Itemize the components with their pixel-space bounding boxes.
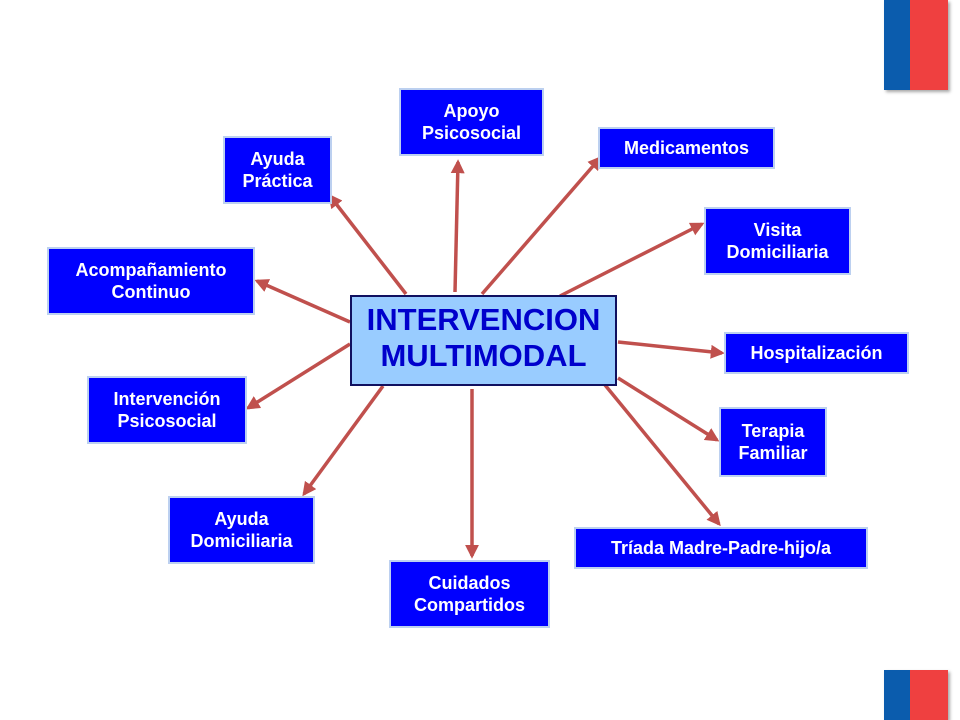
node-cuidados-compartidos: Cuidados Compartidos bbox=[389, 560, 550, 628]
arrow-to-triada bbox=[603, 383, 721, 527]
arrow-to-visita-domiciliaria bbox=[559, 222, 705, 298]
arrow-to-hospitalizacion bbox=[617, 340, 725, 359]
node-visita-domiciliaria: Visita Domiciliaria bbox=[704, 207, 851, 275]
node-ayuda-practica: Ayuda Práctica bbox=[223, 136, 332, 204]
arrow-to-acompanamiento-continuo bbox=[254, 279, 351, 324]
center-node-intervencion-multimodal: INTERVENCION MULTIMODAL bbox=[350, 295, 617, 386]
arrow-to-ayuda-domiciliaria bbox=[302, 384, 385, 497]
arrow-to-terapia-familiar bbox=[617, 376, 720, 442]
node-apoyo-psicosocial: Apoyo Psicosocial bbox=[399, 88, 544, 156]
arrow-to-apoyo-psicosocial bbox=[450, 159, 465, 293]
chile-flag-decoration-top bbox=[884, 0, 948, 90]
node-intervencion-psicosocial: Intervención Psicosocial bbox=[87, 376, 247, 444]
chile-flag-decoration-bottom bbox=[884, 670, 948, 720]
node-triada-madre-padre-hijo: Tríada Madre-Padre-hijo/a bbox=[574, 527, 868, 569]
node-ayuda-domiciliaria: Ayuda Domiciliaria bbox=[168, 496, 315, 564]
node-terapia-familiar: Terapia Familiar bbox=[719, 407, 827, 477]
node-hospitalizacion: Hospitalización bbox=[724, 332, 909, 374]
arrow-to-medicamentos bbox=[480, 155, 602, 296]
node-acompanamiento-continuo: Acompañamiento Continuo bbox=[47, 247, 255, 315]
arrow-to-intervencion-psicosocial bbox=[245, 342, 351, 410]
node-medicamentos: Medicamentos bbox=[598, 127, 775, 169]
arrow-to-ayuda-practica bbox=[328, 193, 408, 296]
